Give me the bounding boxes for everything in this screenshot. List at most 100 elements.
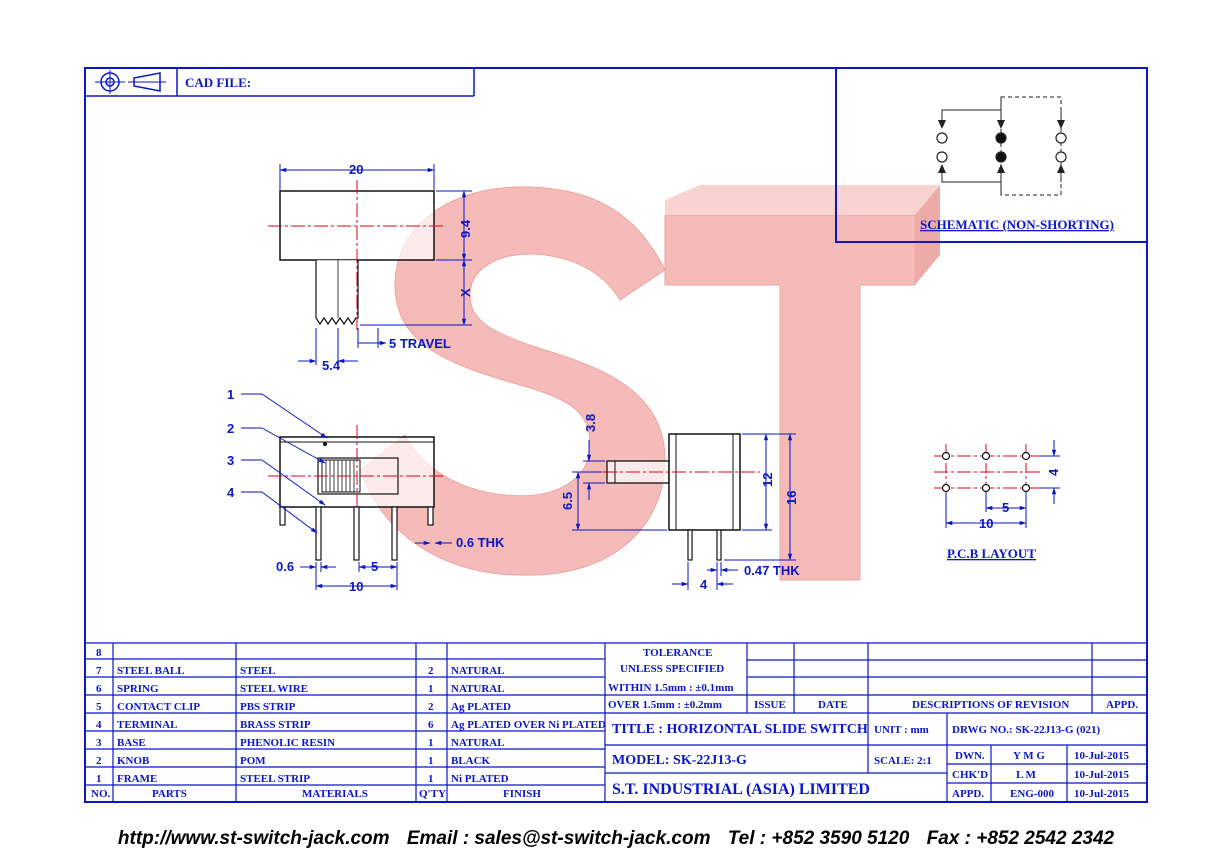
dim-front-thk: 0.6 THK (456, 535, 505, 550)
bom-cell-qty: 2 (428, 665, 434, 677)
callout-4: 4 (227, 485, 235, 500)
bom-cell-no: 8 (96, 647, 102, 659)
schematic-contact-open (1055, 132, 1067, 144)
cad-header: CAD FILE: (85, 68, 475, 97)
front-view: 1 2 3 4 0.6 5 10 0.6 THK (227, 387, 505, 594)
dim-front-span: 10 (349, 579, 363, 594)
telephone: Tel : +852 3590 5120 (727, 828, 910, 849)
dim-pin-width: 0.6 (276, 559, 294, 574)
bom-cell-material: STEEL STRIP (240, 773, 310, 785)
drawing-title: TITLE : HORIZONTAL SLIDE SWITCH (612, 722, 868, 737)
projection-symbol-icon (95, 70, 166, 94)
bom-cell-finish: NATURAL (451, 737, 505, 749)
contact-footer: http://www.st-switch-jack.com Email : sa… (0, 828, 1232, 850)
dim-side-total: 16 (784, 491, 799, 505)
dim-side-pin: 4 (700, 577, 708, 592)
bom-cell-material: POM (240, 755, 266, 767)
dim-top-x: X (458, 288, 473, 297)
callout-2: 2 (227, 421, 234, 436)
email-link[interactable]: Email : sales@st-switch-jack.com (406, 828, 711, 849)
bom-cell-finish: BLACK (451, 755, 491, 767)
signoff-appd-role: APPD. (952, 788, 984, 800)
dim-top-height: 9.4 (458, 219, 473, 238)
dim-knob-height: 6.5 (560, 492, 575, 510)
bom-cell-no: 2 (96, 755, 102, 767)
pcb-hole (941, 451, 951, 461)
revision-date: DATE (818, 699, 848, 711)
dim-travel: 5 TRAVEL (389, 336, 451, 351)
bom-cell-finish: Ag PLATED (451, 701, 511, 713)
pcb-hole (981, 483, 991, 493)
bom-cell-no: 3 (96, 737, 102, 749)
schematic-contact-closed (995, 132, 1007, 144)
title-block-grid (85, 642, 1147, 802)
dim-top-width: 20 (349, 162, 363, 177)
bom-cell-part: SPRING (117, 683, 159, 695)
dim-top-offset: 5.4 (322, 358, 341, 373)
signoff-dwn-date: 10-Jul-2015 (1074, 750, 1130, 762)
revision-appd: APPD. (1106, 699, 1138, 711)
schematic-contact-open (936, 151, 948, 163)
unit-label: UNIT : mm (874, 724, 929, 736)
bom-cell-no: 6 (96, 683, 102, 695)
dim-front-pitch: 5 (371, 559, 378, 574)
pcb-hole (1021, 451, 1031, 461)
bom-cell-qty: 1 (428, 683, 434, 695)
bom-header-finish: FINISH (503, 788, 541, 800)
signoff-chk-date: 10-Jul-2015 (1074, 769, 1130, 781)
bom-cell-qty: 6 (428, 719, 434, 731)
bom-cell-material: STEEL (240, 665, 275, 677)
bom-cell-finish: NATURAL (451, 665, 505, 677)
bom-cell-part: BASE (117, 737, 146, 749)
bom-cell-material: STEEL WIRE (240, 683, 308, 695)
pcb-hole (941, 483, 951, 493)
pcb-dim-width: 10 (979, 516, 993, 531)
signoff-appd-date: 10-Jul-2015 (1074, 788, 1130, 800)
bom-cell-no: 1 (96, 773, 102, 785)
bom-header-no: NO. (91, 788, 111, 800)
signoff-chk-role: CHK'D (952, 769, 988, 781)
bom-header-materials: MATERIALS (302, 788, 368, 800)
scale-label: SCALE: 2:1 (874, 755, 932, 767)
pcb-hole (981, 451, 991, 461)
schematic-contact-open (936, 132, 948, 144)
bom-header-parts: PARTS (152, 788, 187, 800)
schematic-panel: SCHEMATIC (NON-SHORTING) (835, 68, 1147, 243)
bom-cell-no: 7 (96, 665, 102, 677)
tolerance-title: TOLERANCE (643, 647, 712, 659)
st-watermark (359, 185, 940, 581)
pcb-hole (1021, 483, 1031, 493)
dim-side-body: 12 (760, 473, 775, 487)
fax: Fax : +852 2542 2342 (926, 828, 1115, 849)
bom-cell-material: PHENOLIC RESIN (240, 737, 335, 749)
model-label: MODEL: SK-22J13-G (612, 753, 747, 768)
bom-cell-part: STEEL BALL (117, 665, 185, 677)
bom-cell-finish: Ni PLATED (451, 773, 509, 785)
bom-cell-part: CONTACT CLIP (117, 701, 200, 713)
drawing-border (84, 67, 1148, 803)
watermark-letter-s (359, 186, 666, 576)
tolerance-within: WITHIN 1.5mm : ±0.1mm (608, 682, 734, 694)
bom-cell-finish: Ag PLATED OVER Ni PLATED (451, 719, 606, 731)
schematic-contact-closed (995, 151, 1007, 163)
pcb-dim-height: 4 (1046, 468, 1061, 476)
schematic-label: SCHEMATIC (NON-SHORTING) (920, 217, 1114, 232)
bom-cell-part: FRAME (117, 773, 157, 785)
callout-1: 1 (227, 387, 234, 402)
revision-issue: ISSUE (754, 699, 786, 711)
bom-cell-material: BRASS STRIP (240, 719, 311, 731)
tolerance-over: OVER 1.5mm : ±0.2mm (608, 699, 722, 711)
bom-cell-material: PBS STRIP (240, 701, 296, 713)
signoff-dwn-name: Y M G (1013, 750, 1045, 762)
website-link[interactable]: http://www.st-switch-jack.com (117, 828, 390, 849)
revision-descriptions: DESCRIPTIONS OF REVISION (912, 699, 1069, 711)
bom-cell-part: KNOB (117, 755, 150, 767)
callout-3: 3 (227, 453, 234, 468)
bom-cell-part: TERMINAL (117, 719, 178, 731)
bom-cell-qty: 2 (428, 701, 434, 713)
tolerance-subtitle: UNLESS SPECIFIED (620, 663, 724, 675)
pcb-label: P.C.B LAYOUT (947, 546, 1036, 561)
dim-knob: 3.8 (583, 414, 598, 432)
schematic-contact-open (1055, 151, 1067, 163)
side-view: 3.8 6.5 12 16 4 0.47 THK (560, 414, 800, 592)
